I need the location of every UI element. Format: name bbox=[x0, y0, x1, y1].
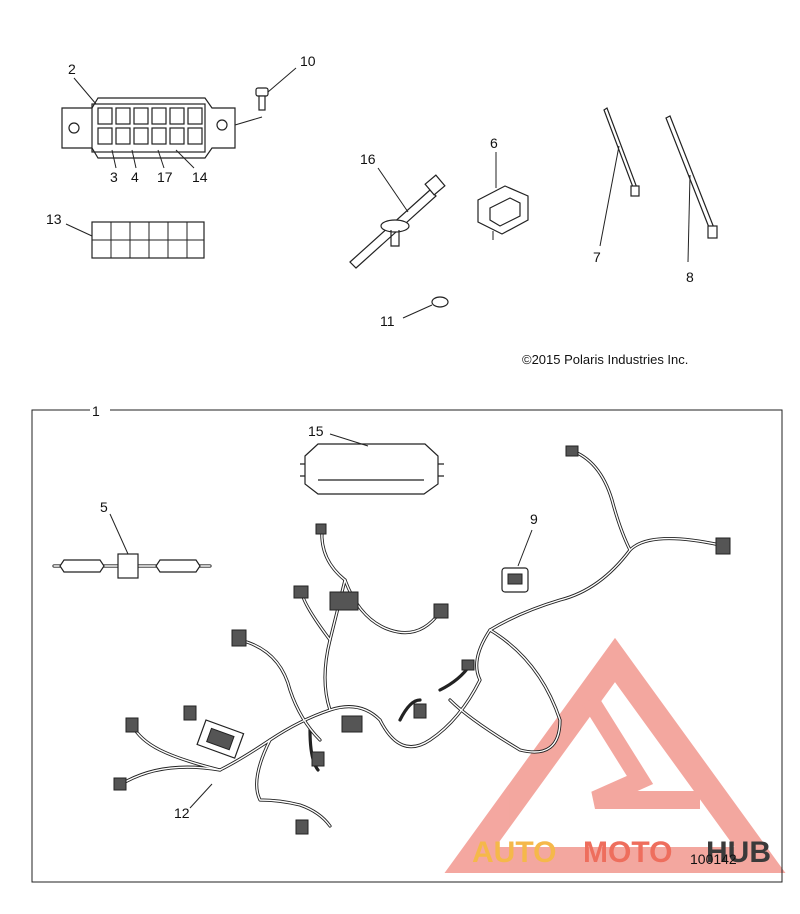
callout-1: 1 bbox=[92, 403, 100, 419]
callout-2: 2 bbox=[68, 61, 76, 77]
part-7-cable-tie bbox=[599, 107, 640, 247]
diagram-number: 100142 bbox=[690, 851, 737, 867]
callout-labels: 2 10 3 4 17 14 13 16 6 11 7 8 1 15 5 9 1… bbox=[46, 53, 694, 821]
callout-11: 11 bbox=[380, 313, 395, 329]
copyright-text: ©2015 Polaris Industries Inc. bbox=[522, 352, 688, 367]
part-10-pin bbox=[255, 67, 297, 111]
callout-8: 8 bbox=[686, 269, 694, 285]
callout-13: 13 bbox=[46, 211, 62, 227]
callout-3: 3 bbox=[110, 169, 118, 185]
part-6-connector bbox=[477, 152, 529, 240]
part-16-cable-tie bbox=[349, 167, 446, 269]
watermark-hub: HUB bbox=[706, 836, 771, 869]
watermark-auto: AUTO bbox=[472, 836, 556, 869]
main-wire-harness bbox=[113, 445, 731, 835]
callout-14: 14 bbox=[192, 169, 208, 185]
callout-6: 6 bbox=[490, 135, 498, 151]
part-13-label bbox=[65, 221, 205, 259]
watermark-logo bbox=[444, 637, 786, 873]
leader-lines bbox=[73, 77, 195, 169]
part-8-cable-tie bbox=[665, 115, 718, 263]
connector-block-assembly bbox=[61, 97, 263, 159]
callout-12: 12 bbox=[174, 805, 190, 821]
callout-4: 4 bbox=[131, 169, 139, 185]
connector-pins bbox=[97, 107, 203, 145]
callout-5: 5 bbox=[100, 499, 108, 515]
watermark-text: AUTO MOTO HUB bbox=[472, 836, 771, 869]
callout-7: 7 bbox=[593, 249, 601, 265]
watermark-moto: MOTO bbox=[583, 836, 672, 869]
harness-frame bbox=[31, 409, 783, 883]
part-15-cover bbox=[300, 433, 444, 495]
part-5-fuse-holder bbox=[52, 513, 212, 579]
callout-17: 17 bbox=[157, 169, 173, 185]
callout-9: 9 bbox=[530, 511, 538, 527]
callout-10: 10 bbox=[300, 53, 316, 69]
part-11-plug bbox=[402, 296, 449, 319]
part-9-connector bbox=[501, 529, 533, 593]
callout-15: 15 bbox=[308, 423, 324, 439]
callout-16: 16 bbox=[360, 151, 376, 167]
